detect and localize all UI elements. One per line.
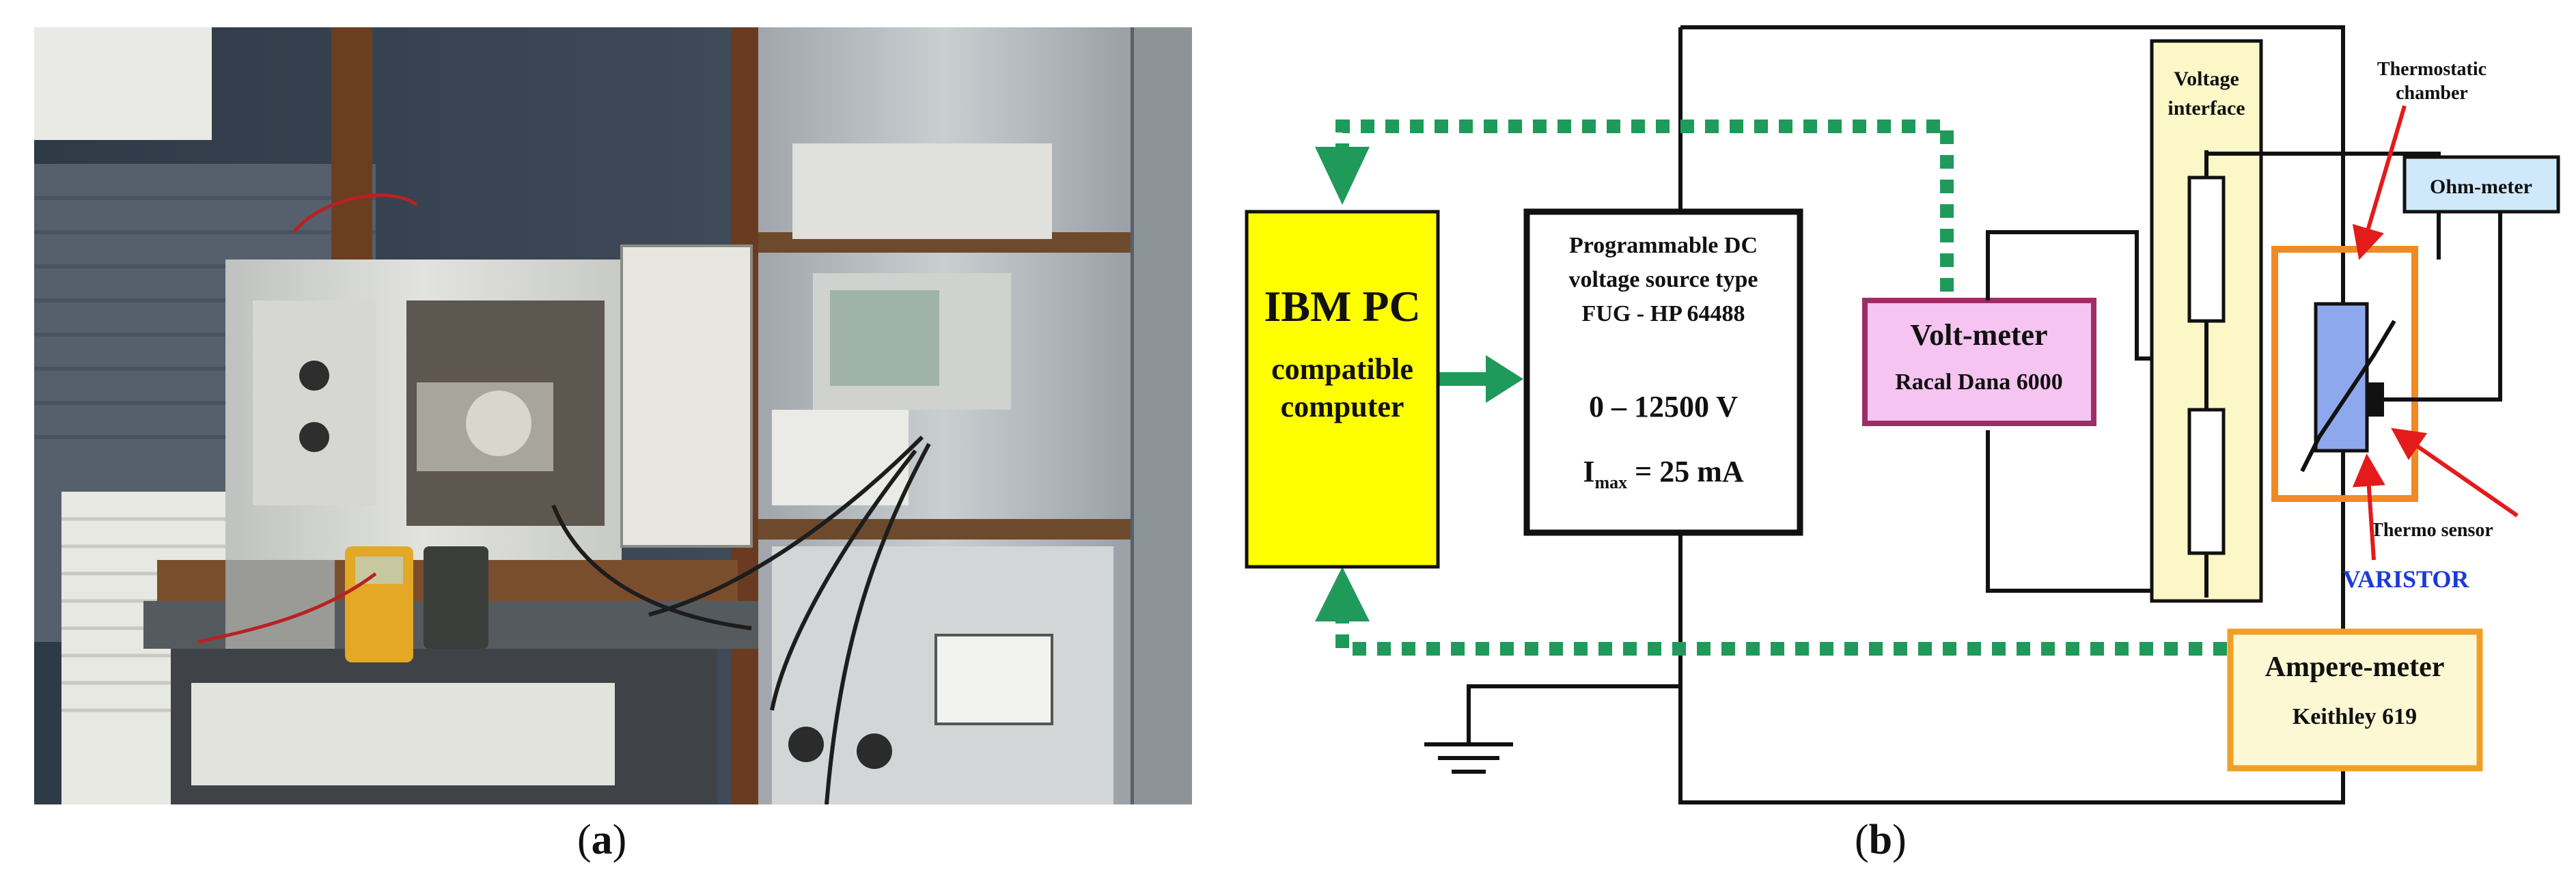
voltmeter-title: Volt-meter — [1910, 318, 2047, 352]
lab-setup-photo — [34, 27, 1192, 804]
amperemeter-model: Keithley 619 — [2293, 704, 2417, 729]
dc-source-line1: Programmable DC — [1569, 233, 1758, 258]
oven-door — [620, 244, 753, 548]
oven-knob — [299, 361, 329, 391]
caption-b-open: ( — [1855, 817, 1869, 863]
resistor-lower — [2187, 408, 2226, 555]
sample-disc — [466, 391, 531, 456]
whiteboard — [34, 27, 212, 140]
amperemeter-title: Ampere-meter — [2265, 651, 2445, 683]
multimeter-yellow-screen — [355, 557, 403, 584]
caption-a-letter: a — [591, 817, 613, 863]
amperemeter-box — [2227, 628, 2483, 772]
pc-to-source-arrow-head — [1486, 355, 1523, 403]
oscilloscope-screen — [830, 290, 939, 386]
supply-knob-1 — [788, 727, 824, 762]
thermo-sensor-wire — [2384, 225, 2502, 402]
pc-label-line2: compatible — [1271, 352, 1413, 386]
metal-box — [225, 560, 335, 649]
varistor-label: VARISTOR — [2343, 565, 2470, 593]
ohmmeter-label: Ohm-meter — [2430, 176, 2532, 198]
rack-pole — [1134, 27, 1192, 804]
ohmmeter-box — [2402, 155, 2560, 214]
cables — [551, 435, 931, 804]
voltage-interface-line1: Voltage — [2174, 68, 2239, 90]
supply-knob-2 — [857, 733, 892, 769]
caption-a: (a) — [577, 816, 626, 865]
dc-source-line3: FUG - HP 64488 — [1582, 301, 1745, 326]
dc-source-imax: Imax = 25 mA — [1583, 455, 1744, 492]
dc-source-range: 0 – 12500 V — [1589, 390, 1738, 423]
dc-source-box — [1523, 208, 1803, 536]
printer — [792, 143, 1052, 239]
thermo-sensor-block — [2367, 382, 2384, 417]
thermostatic-pointer — [2352, 105, 2407, 260]
varistor-pointer — [2352, 453, 2385, 561]
pc-label-line1: IBM PC — [1264, 282, 1420, 331]
caption-b-letter: b — [1868, 817, 1893, 863]
voltmeter-model: Racal Dana 6000 — [1895, 369, 2063, 395]
caption-b-close: ) — [1892, 817, 1907, 863]
imax-symbol: I — [1583, 455, 1594, 488]
resistor-upper — [2187, 176, 2226, 323]
ground-symbol — [1424, 684, 1680, 774]
main-enclosure-wire — [1678, 25, 2345, 804]
test-leads — [197, 193, 418, 644]
thermostatic-chamber — [2271, 246, 2418, 502]
voltmeter-return-wire — [1986, 430, 2165, 593]
varistor-symbol — [2300, 320, 2396, 473]
caption-a-close: ) — [612, 817, 627, 863]
thermostatic-label-line1: Thermostatic — [2377, 59, 2487, 80]
arrow-to-pc-bottom — [1315, 567, 1370, 621]
oven-knob-2 — [299, 422, 329, 452]
rack-shelf-2 — [758, 519, 1131, 539]
imax-subscript: max — [1594, 473, 1627, 492]
caption-b: (b) — [1855, 816, 1907, 865]
table-drawer — [191, 683, 615, 785]
arrow-to-pc-top — [1315, 147, 1370, 205]
thermostatic-label-line2: chamber — [2396, 83, 2468, 104]
oven-control-panel — [253, 300, 376, 505]
dc-source-line2: voltage source type — [1569, 267, 1758, 292]
multimeter-dark — [424, 546, 488, 649]
pc-label-line3: computer — [1281, 390, 1404, 423]
thermo-sensor-pointer — [2391, 428, 2519, 518]
imax-value: = 25 mA — [1627, 455, 1744, 488]
varistor-body — [2314, 302, 2369, 453]
analog-meter — [934, 634, 1053, 725]
caption-a-open: ( — [577, 817, 592, 863]
pc-box — [1245, 210, 1440, 569]
thermo-sensor-label: Thermo sensor — [2370, 520, 2493, 541]
voltmeter-box — [1862, 298, 2096, 426]
voltage-interface-line2: interface — [2168, 97, 2245, 120]
